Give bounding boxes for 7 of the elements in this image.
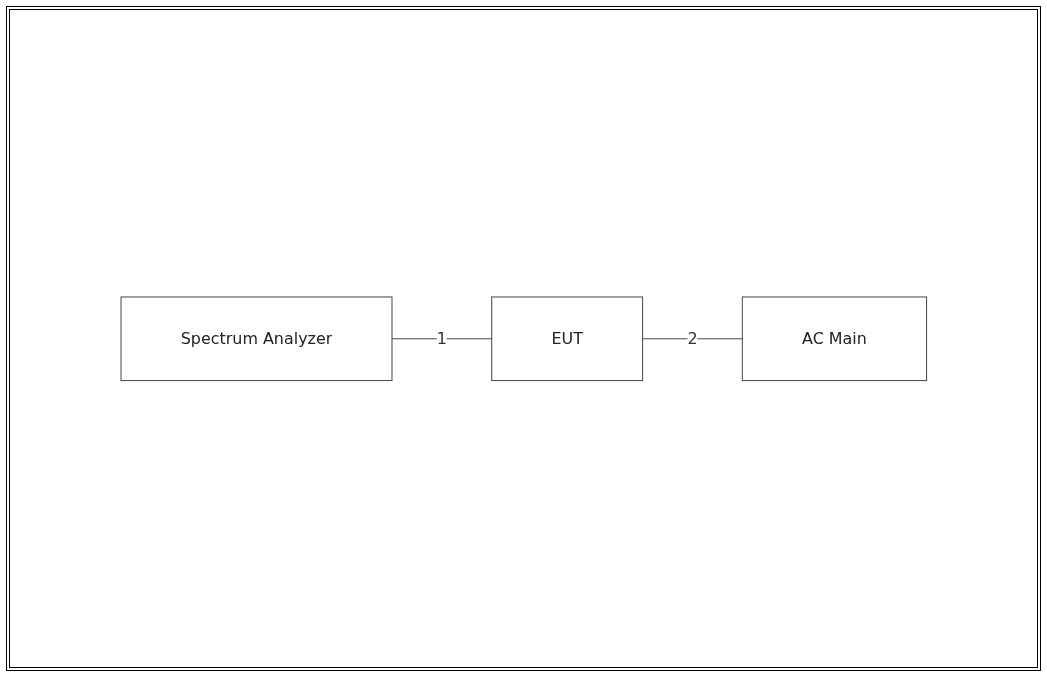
- connector: [641, 338, 743, 339]
- edge-label: 2: [687, 328, 698, 348]
- node-box: AC Main: [741, 296, 927, 381]
- connector: [391, 338, 492, 339]
- node-box: Spectrum Analyzer: [120, 296, 393, 381]
- edge-label: 1: [436, 328, 447, 348]
- node-box: EUT: [490, 296, 643, 381]
